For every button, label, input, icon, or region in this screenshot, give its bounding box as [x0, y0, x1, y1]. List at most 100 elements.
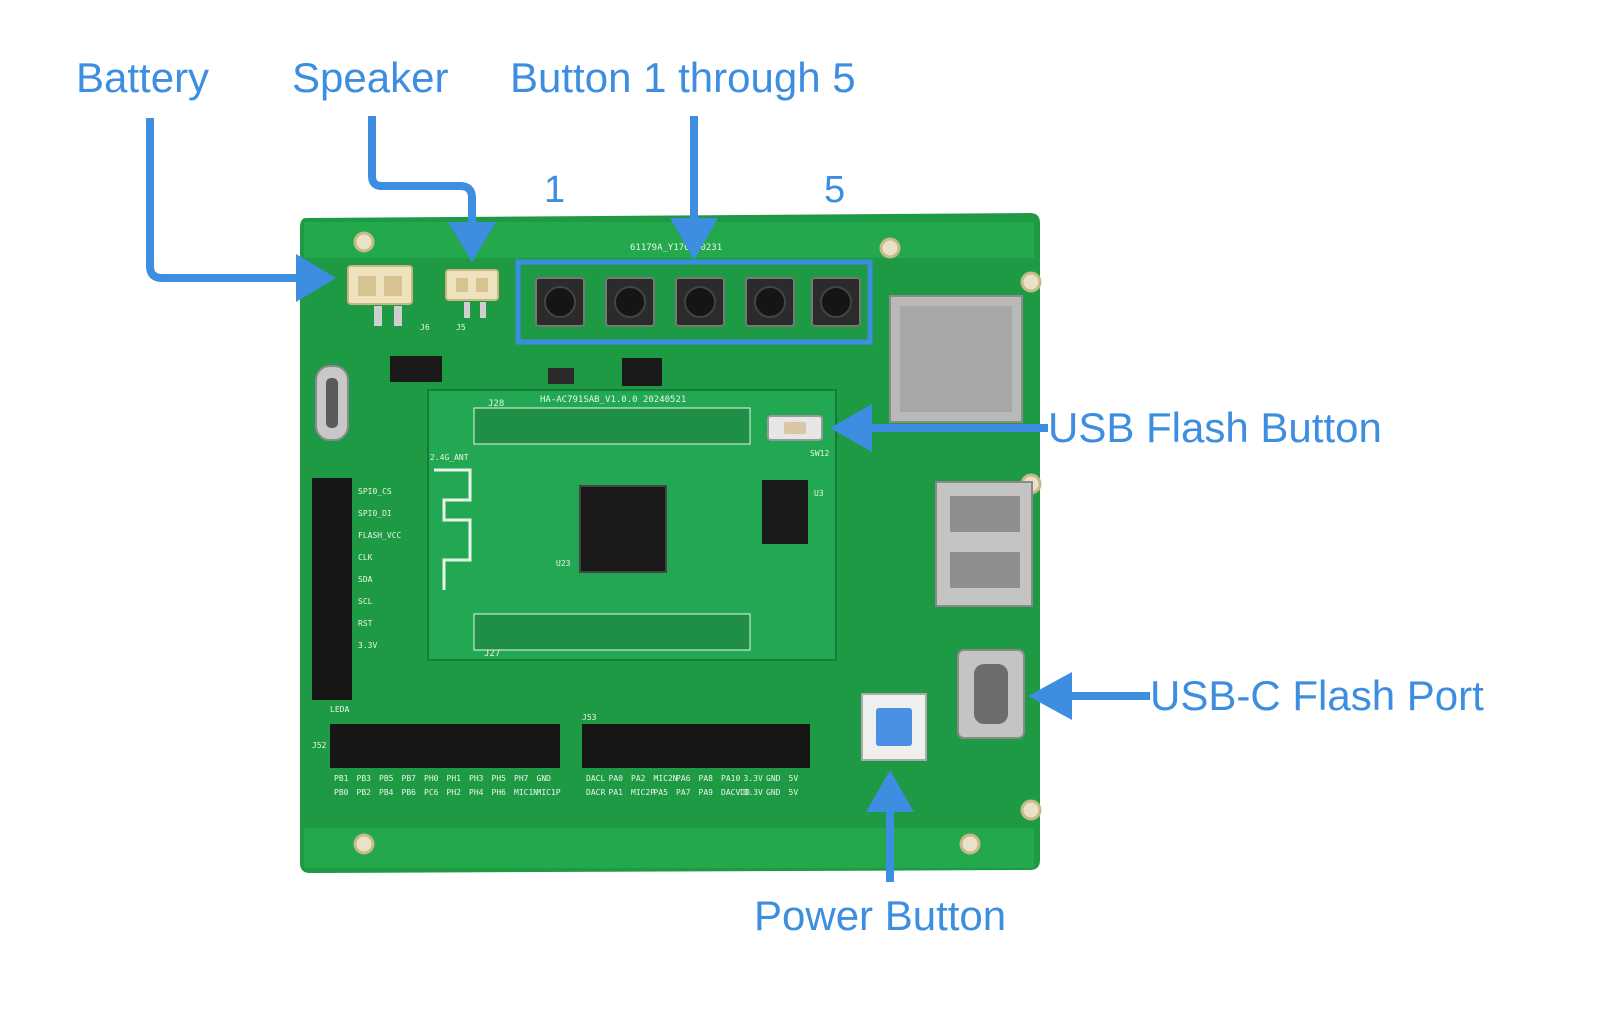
- pin-label: 3.3V: [744, 774, 763, 783]
- button-4: [745, 277, 795, 327]
- j6-silk: J6: [420, 323, 430, 332]
- pin-label: DACL: [586, 774, 605, 783]
- pin-labels-row1: PB1 PB3 PB5 PB7 PH0 PH1 PH3 PH5 PH7 GND DACL PA0 PA2…: [334, 774, 798, 783]
- jumper-header: [390, 356, 442, 382]
- pin-label: PH3: [469, 774, 484, 783]
- usbc-left-port: [315, 365, 349, 441]
- antenna-trace: [434, 468, 472, 590]
- pin-label: MIC1P: [537, 788, 561, 797]
- speaker-arrow: [368, 116, 476, 226]
- left-pin-5: SCL: [358, 597, 373, 606]
- pin-label: PA2: [631, 774, 646, 783]
- battery-arrow: [146, 118, 300, 282]
- usb-a-port: [935, 481, 1033, 607]
- tactile-buttons: [535, 277, 861, 327]
- pin-label: PA0: [609, 774, 624, 783]
- left-pin-0: SPI0_CS: [358, 487, 392, 496]
- pin-label: PA10: [721, 774, 740, 783]
- pin-label: PH4: [469, 788, 484, 797]
- battery-arrowhead: [296, 254, 336, 302]
- pin-label: DACVDD: [721, 788, 750, 797]
- pin-label: PB5: [379, 774, 394, 783]
- wifi-module-board: HA-AC791SAB_V1.0.0 20240521 J28 J27 2.4G…: [427, 389, 837, 661]
- pin-label: PB3: [357, 774, 372, 783]
- usbc-flash-port-part: [957, 649, 1025, 739]
- pin-label: PH6: [492, 788, 507, 797]
- sd-card-slot: [889, 295, 1023, 423]
- button-first-number: 1: [544, 169, 565, 211]
- pin-label: PB6: [402, 788, 417, 797]
- component-small: [548, 368, 574, 384]
- j52-silk: J52: [312, 741, 327, 750]
- u3-silk: U3: [814, 489, 824, 498]
- pin-label: PA1: [609, 788, 624, 797]
- pin-label: PA5: [654, 788, 669, 797]
- pin-label: PH5: [492, 774, 507, 783]
- pin-label: PH1: [447, 774, 462, 783]
- main-chip: [579, 485, 667, 573]
- pin-label: 3.3V: [744, 788, 763, 797]
- pin-label: PB4: [379, 788, 394, 797]
- pin-label: PH2: [447, 788, 462, 797]
- usbc-flash-port-label: USB-C Flash Port: [1150, 672, 1484, 719]
- button-last-number: 5: [824, 169, 845, 211]
- left-pin-1: SPI0_DI: [358, 509, 392, 518]
- power-button-arrowhead: [866, 770, 914, 812]
- speaker-connector: J6 J5: [420, 269, 499, 332]
- left-pin-6: RST: [358, 619, 373, 628]
- usb-flash-button-label: USB Flash Button: [1048, 404, 1382, 451]
- pin-label: MIC2N: [654, 774, 678, 783]
- module-name-silk: HA-AC791SAB_V1.0.0 20240521: [540, 395, 686, 405]
- battery-label: Battery: [76, 54, 209, 101]
- bottom-pin-headers: J52 J53: [312, 713, 810, 768]
- buttons-arrowhead: [670, 218, 718, 260]
- pin-label: MIC1N: [514, 788, 538, 797]
- pin-label: PA9: [699, 788, 714, 797]
- pin-label: PC6: [424, 788, 439, 797]
- board-id-silk: 61179A_Y176_20231: [630, 243, 722, 253]
- pin-label: DACR: [586, 788, 605, 797]
- chip-silk: U23: [556, 559, 571, 568]
- pin-label: 5V: [789, 788, 799, 797]
- usb-flash-button-arrowhead: [830, 404, 872, 452]
- chip-small: [622, 358, 662, 386]
- button-3: [675, 277, 725, 327]
- pin-label: PA7: [676, 788, 691, 797]
- buttons-highlight-box: [515, 259, 873, 345]
- speaker-label: Speaker: [292, 54, 448, 101]
- left-pin-4: SDA: [358, 575, 373, 584]
- j28-silk: J28: [488, 399, 504, 409]
- pin-label: MIC2P: [631, 788, 655, 797]
- battery-connector: [347, 265, 413, 326]
- power-button-label: Power Button: [754, 892, 1006, 939]
- pin-label: PB7: [402, 774, 417, 783]
- left-pin-header: SPI0_CS SPI0_DI FLASH_VCC CLK SDA SCL RS…: [312, 478, 402, 714]
- pin-label: PB0: [334, 788, 349, 797]
- pin-label: GND: [537, 774, 552, 783]
- pin-label: PA8: [699, 774, 714, 783]
- buttons-label: Button 1 through 5: [510, 54, 856, 101]
- sw12-silk: SW12: [810, 449, 829, 458]
- left-pin-3: CLK: [358, 553, 373, 562]
- usbc-flash-port-arrowhead: [1028, 672, 1072, 720]
- speaker-arrowhead: [448, 222, 496, 262]
- pin-label: PB2: [357, 788, 372, 797]
- pin-label: PH0: [424, 774, 439, 783]
- flash-chip: [762, 480, 808, 544]
- power-button-part: [861, 693, 927, 761]
- pin-label: GND: [766, 774, 781, 783]
- button-2: [605, 277, 655, 327]
- antenna-silk: 2.4G_ANT: [430, 453, 469, 462]
- left-pin-8: LEDA: [330, 705, 349, 714]
- pin-label: GND: [766, 788, 781, 797]
- pin-label: PB1: [334, 774, 349, 783]
- usb-flash-button-part: SW12: [767, 415, 829, 458]
- button-1: [535, 277, 585, 327]
- pin-label: 5V: [789, 774, 799, 783]
- mounting-holes: [353, 231, 1042, 855]
- left-pin-7: 3.3V: [358, 641, 377, 650]
- j5-silk: J5: [456, 323, 466, 332]
- pin-label: PH7: [514, 774, 529, 783]
